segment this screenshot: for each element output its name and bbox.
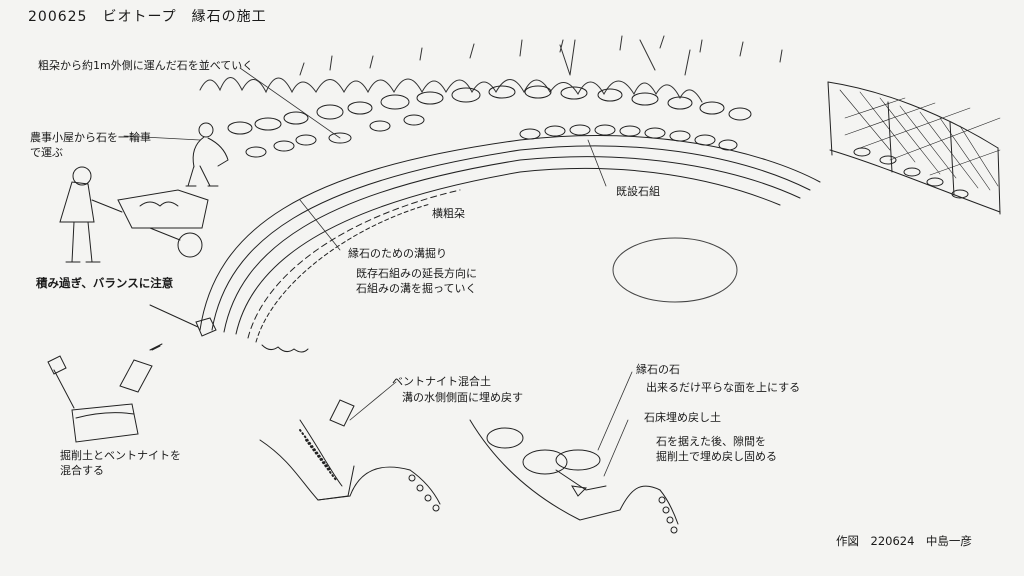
- section-curbstone: [469, 419, 679, 534]
- label-existing-stones: 既設石組: [616, 185, 660, 198]
- label-balance-caution: 積み過ぎ、バランスに注意: [36, 276, 174, 290]
- label-place-stones: 粗朶から約1m外側に運んだ石を並べていく: [38, 59, 254, 72]
- page-title: 200625 ビオトープ 縁石の施工: [28, 9, 267, 25]
- label-bentonite-title: ベントナイト混合土: [392, 375, 491, 388]
- mixing-tub: [47, 343, 163, 443]
- pond-water: [612, 237, 738, 303]
- person-crouching: [185, 122, 229, 187]
- label-mix-soil: 掘削土とベントナイトを 混合する: [60, 449, 181, 477]
- label-backfill-title: 石床埋め戻し土: [644, 411, 721, 424]
- section-bentonite: [259, 399, 441, 512]
- leader-lines: [123, 67, 633, 477]
- person-wheelbarrow: [59, 166, 209, 263]
- label-bentonite-desc: 溝の水側側面に埋め戻す: [402, 391, 523, 404]
- label-curbstone-title: 縁石の石: [636, 363, 680, 376]
- label-trench-title: 縁石のための溝掘り: [348, 247, 447, 260]
- fence: [827, 81, 1001, 215]
- label-yokosoda: 横粗朶: [432, 207, 465, 220]
- label-backfill-desc: 石を据えた後、隙間を 掘削土で埋め戻し固める: [656, 435, 777, 463]
- shovel: [149, 304, 217, 337]
- label-curbstone-desc: 出来るだけ平らな面を上にする: [646, 381, 801, 394]
- grass-hedge: [199, 35, 783, 103]
- label-wheelbarrow: 農事小屋から石を一輪車 で運ぶ: [30, 131, 151, 159]
- footer-credit: 作図 220624 中島一彦: [836, 534, 972, 548]
- label-trench-desc: 既存石組みの延長方向に 石組みの溝を掘っていく: [356, 267, 477, 295]
- pond-bank: [199, 135, 821, 353]
- placed-stones-row: [227, 85, 752, 158]
